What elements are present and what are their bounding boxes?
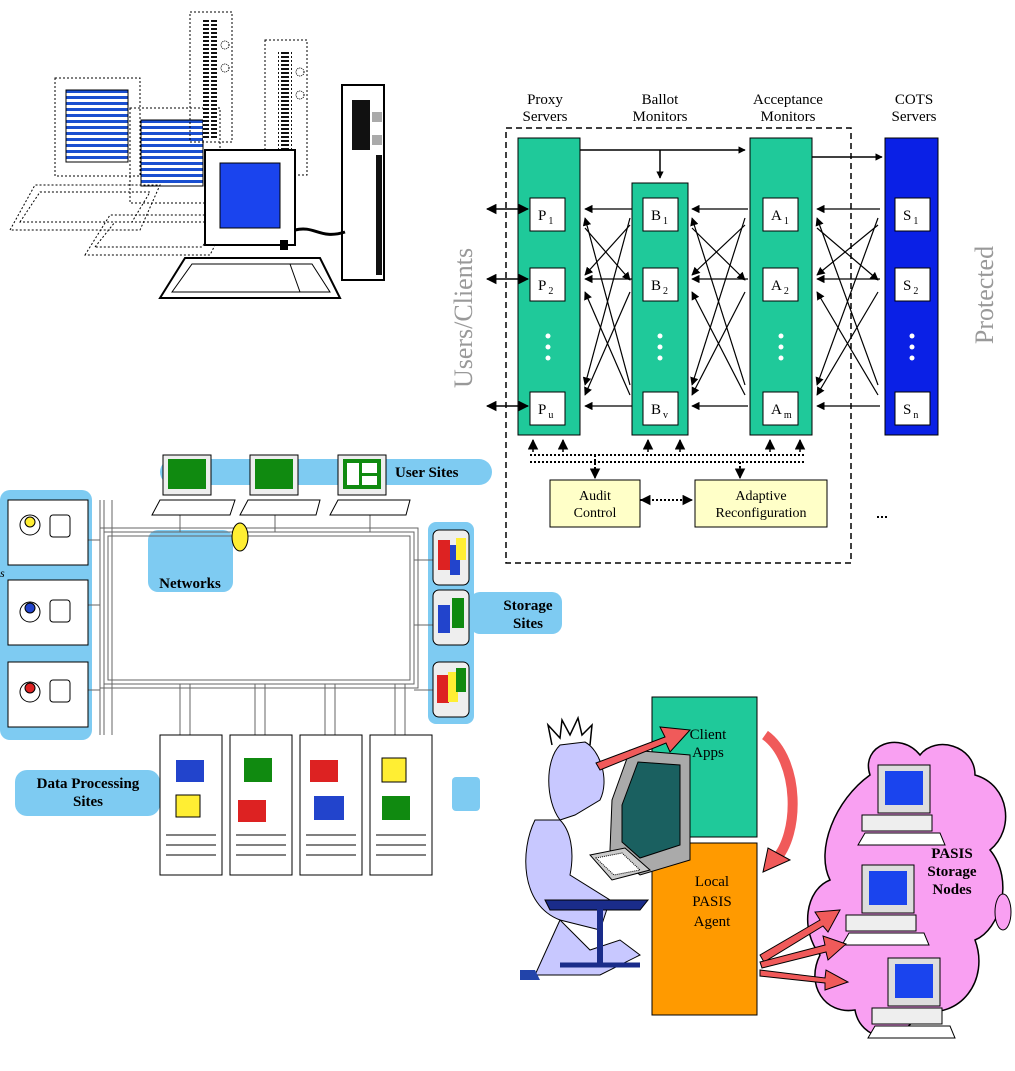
svg-text:P1: P1 (538, 208, 553, 227)
adaptive-reconfiguration-box: Adaptive Reconfiguration (694, 479, 828, 528)
svg-text:A2: A2 (771, 278, 789, 297)
ballot-header-line2: Monitors (632, 109, 687, 125)
acceptance-header-line1: Acceptance (753, 92, 823, 108)
user-workstation-2 (239, 454, 321, 516)
user-workstation-1 (151, 454, 236, 516)
left-partial-label: s (0, 566, 5, 580)
data-processing-line2: Sites (73, 794, 103, 810)
network-node (231, 522, 249, 552)
svg-text:Sn: Sn (903, 402, 918, 421)
cots-header-line2: Servers (892, 109, 937, 125)
workstation-illustration (9, 11, 385, 299)
svg-text:B2: B2 (651, 278, 668, 297)
cots-header-line1: COTS (895, 92, 933, 108)
proxy-header-line2: Servers (523, 109, 568, 125)
storage-cylinder-3 (432, 661, 470, 718)
data-processing-pill (15, 770, 160, 816)
flow-arrows (595, 726, 850, 991)
key-lock-module-2 (7, 579, 89, 646)
processing-server-4 (369, 734, 433, 876)
pasis-diagram: PASIS Storage Nodes Client Apps L (520, 696, 1012, 1039)
storage-node-computer-3 (867, 957, 956, 1039)
svg-text:Control: Control (574, 506, 617, 521)
local-agent-box (651, 842, 758, 1016)
terminal-computer (589, 749, 691, 881)
svg-text:Reconfiguration: Reconfiguration (716, 506, 807, 521)
local-agent-line2: PASIS (692, 894, 731, 910)
local-agent-line1: Local (695, 874, 729, 890)
data-processing-line1: Data Processing (37, 776, 140, 792)
storage-node-computer-1 (857, 764, 946, 846)
processing-server-1 (159, 734, 223, 876)
storage-nodes-line2: Storage (927, 864, 976, 880)
user-sites-pill (160, 459, 492, 485)
networks-pill (148, 530, 233, 592)
svg-text:B1: B1 (651, 208, 668, 227)
storage-cylinder-1 (432, 529, 470, 586)
svg-text:S1: S1 (903, 208, 918, 227)
acceptance-header-line2: Monitors (760, 109, 815, 125)
processing-server-3 (299, 734, 363, 876)
client-apps-line2: Apps (692, 745, 724, 761)
local-agent-line3: Agent (694, 914, 731, 930)
ballot-header-line1: Ballot (642, 92, 679, 108)
storage-sites-line2: Sites (513, 616, 543, 632)
storage-cylinder-2 (432, 589, 470, 646)
svg-text:Bv: Bv (651, 402, 668, 421)
networks-label: Networks (159, 576, 221, 592)
storage-nodes-line1: PASIS (931, 846, 972, 862)
key-lock-module-3 (7, 661, 89, 728)
svg-text:A1: A1 (771, 208, 789, 227)
users-clients-label: Users/Clients (449, 248, 478, 388)
storage-sites-line1: Storage (503, 598, 552, 614)
svg-text:Am: Am (771, 402, 792, 421)
client-apps-line1: Client (690, 727, 727, 743)
svg-text:P2: P2 (538, 278, 553, 297)
svg-text:S2: S2 (903, 278, 918, 297)
storage-nodes-line3: Nodes (932, 882, 971, 898)
user-at-terminal (520, 715, 650, 980)
user-workstation-3 (329, 454, 411, 516)
proxy-header-line1: Proxy (527, 92, 563, 108)
processing-server-2 (229, 734, 293, 876)
architecture-diagram: Proxy Servers Ballot Monitors Acceptance… (449, 92, 999, 564)
protection-boundary (505, 127, 852, 564)
audit-control-box: Audit Control (549, 479, 641, 528)
cross-connections (582, 204, 880, 411)
key-lock-module-1 (7, 499, 89, 566)
svg-text:Audit: Audit (579, 489, 611, 504)
client-arrows (485, 203, 530, 412)
storage-node-computer-2 (841, 864, 930, 946)
svg-text:Adaptive: Adaptive (735, 489, 786, 504)
distributed-grid-diagram: User Sites s Storage Sites Networks Data… (0, 454, 562, 876)
curved-flow-arrow (761, 730, 798, 864)
svg-text:Pu: Pu (538, 402, 553, 421)
protected-label: Protected (970, 246, 999, 344)
user-sites-label: User Sites (395, 465, 459, 481)
ellipsis-dots (545, 333, 915, 361)
